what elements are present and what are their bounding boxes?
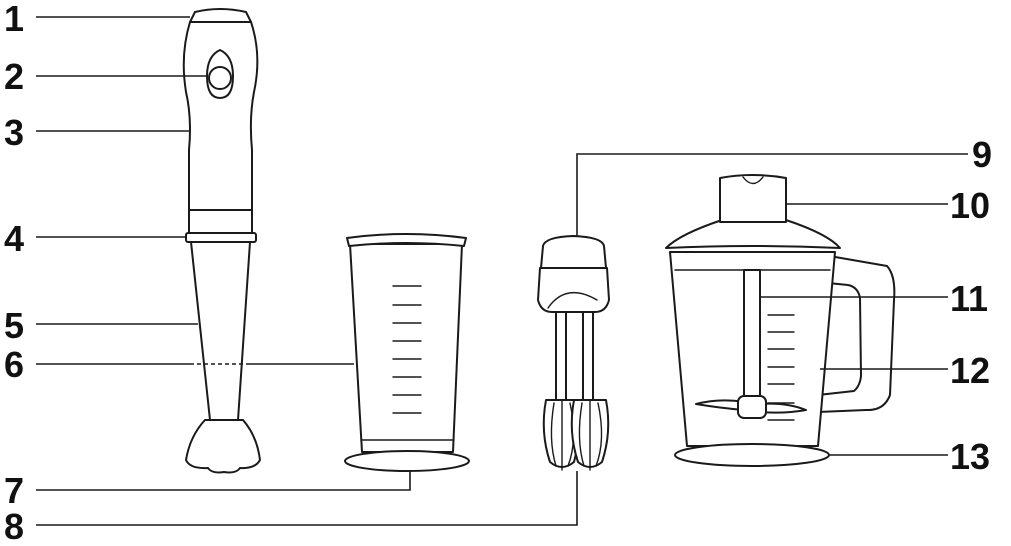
callout-6: 6 [4, 344, 24, 385]
beaker-body [349, 243, 463, 453]
power-button [208, 66, 232, 90]
callout-3: 3 [4, 112, 24, 153]
lid-chute [719, 174, 787, 223]
callout-10: 10 [950, 185, 990, 226]
measuring-beaker [344, 233, 470, 472]
whisk-attachment [537, 235, 610, 471]
jug-base [674, 443, 830, 467]
beaker-scale [392, 285, 422, 414]
whisk-shaft-right [582, 311, 594, 401]
blade-guard [185, 419, 261, 474]
chopper-jug [665, 174, 896, 467]
whisk-shaft-left [555, 311, 567, 401]
jug-lid [665, 219, 841, 249]
callout-labels: 1 2 3 4 5 6 7 8 9 10 11 12 13 [4, 0, 992, 546]
callout-11: 11 [950, 278, 988, 319]
leader-7 [36, 471, 411, 491]
callout-8: 8 [4, 506, 24, 546]
callout-5: 5 [4, 305, 24, 346]
hand-blender [182, 8, 261, 474]
top-cap [189, 8, 252, 23]
beaker-rim [346, 233, 467, 247]
callout-7: 7 [4, 470, 24, 511]
chute-notch [742, 176, 764, 185]
release-ring [185, 232, 257, 243]
blade-hub [737, 395, 767, 419]
whisk-gearbox-lower [537, 267, 610, 313]
callout-12: 12 [950, 350, 990, 391]
callout-9: 9 [972, 134, 992, 175]
callout-13: 13 [950, 436, 990, 477]
motor-collar [188, 209, 253, 235]
whisk-right [570, 399, 610, 471]
beaker-base [344, 450, 470, 472]
callout-2: 2 [4, 56, 24, 97]
callout-4: 4 [4, 218, 24, 259]
jug-scale [767, 314, 795, 421]
callout-1: 1 [4, 0, 24, 39]
whisk-gearbox-top [540, 235, 607, 269]
leader-lines [36, 16, 968, 526]
leader-8 [36, 471, 578, 526]
leader-9 [576, 153, 968, 236]
blade-shaft [743, 269, 761, 411]
blending-shaft [190, 241, 251, 421]
